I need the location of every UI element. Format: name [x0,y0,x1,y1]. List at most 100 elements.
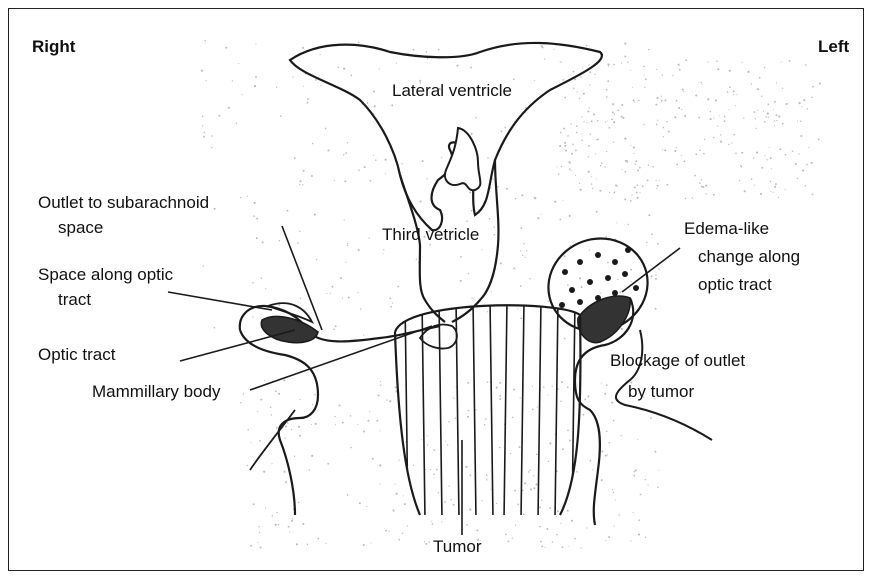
stipple-dot [589,84,590,85]
stipple-dot [754,111,756,113]
label-edema-line2: change along [698,246,800,268]
stipple-dot [262,241,264,243]
stipple-dot [425,543,427,545]
stipple-dot [596,178,597,179]
stipple-dot [770,191,771,192]
stipple-dot [507,540,509,542]
stipple-dot [467,416,469,418]
stipple-dot [741,62,742,63]
stipple-dot [548,394,549,395]
stipple-dot [657,243,659,245]
stipple-dot [564,145,566,147]
stipple-dot [692,197,693,198]
stipple-dot [563,200,564,201]
stipple-dot [717,68,719,70]
stipple-dot [532,386,533,387]
stipple-dot [757,88,759,90]
stipple-dot [638,533,640,535]
stipple-dot [523,513,525,515]
stipple-dot [637,185,639,187]
stipple-dot [343,68,345,70]
stipple-dot [753,157,754,158]
stipple-dot [727,91,729,93]
stipple-dot [392,303,393,304]
stipple-dot [505,127,507,129]
stipple-dot [333,329,335,331]
stipple-dot [534,80,535,81]
stipple-dot [614,192,616,194]
stipple-dot [211,135,212,136]
stipple-dot [512,538,513,539]
stipple-dot [537,217,539,219]
stipple-dot [583,121,584,122]
stipple-dot [613,121,615,123]
label-blockage-line2: by tumor [628,381,694,403]
stipple-dot [482,500,483,501]
stipple-dot [466,221,468,223]
stipple-dot [600,165,602,167]
stipple-dot [589,250,590,251]
stipple-dot [302,47,304,49]
stipple-dot [343,220,344,221]
stipple-dot [316,259,317,260]
stipple-dot [695,94,697,96]
stipple-dot [271,463,272,464]
stipple-dot [250,545,252,547]
stipple-dot [486,474,488,476]
stipple-dot [275,390,277,392]
stipple-dot [751,178,753,180]
stipple-dot [699,150,701,152]
stipple-dot [767,112,769,114]
stipple-dot [373,106,375,108]
stipple-dot [581,286,583,288]
stipple-dot [659,470,660,471]
stipple-dot [655,104,657,106]
stipple-dot [389,531,390,532]
stipple-dot [487,157,489,159]
stipple-dot [630,200,632,202]
stipple-dot [812,86,814,88]
stipple-dot [576,471,578,473]
stipple-dot [650,417,652,419]
stipple-dot [633,512,634,513]
stipple-dot [597,120,599,122]
stipple-dot [225,47,227,49]
stipple-dot [654,451,656,453]
stipple-dot [630,145,631,146]
stipple-dot [584,399,586,401]
stipple-dot [311,175,313,177]
stipple-dot [549,442,551,444]
stipple-dot [470,67,472,69]
stipple-dot [358,249,360,251]
stipple-dot [278,393,280,395]
stipple-dot [557,510,559,512]
stipple-dot [735,153,737,155]
stipple-dot [487,381,489,383]
stipple-dot [564,338,566,340]
stipple-dot [263,471,265,473]
stipple-dot [476,529,478,531]
stipple-dot [756,128,757,129]
stipple-dot [611,402,613,404]
stipple-dot [579,183,580,184]
stipple-dot [271,414,273,416]
stipple-dot [537,406,538,407]
stipple-dot [583,414,585,416]
stipple-dot [367,102,369,104]
stipple-dot [297,242,299,244]
stipple-dot [549,507,551,509]
stipple-dot [588,156,589,157]
stipple-dot [579,277,581,279]
stipple-dot [705,184,707,186]
stipple-dot [676,100,678,102]
stipple-dot [676,164,678,166]
stipple-dot [403,495,404,496]
stipple-dot [413,49,415,51]
stipple-dot [590,460,591,461]
stipple-dot [802,106,803,107]
stipple-dot [605,455,607,457]
stipple-dot [568,161,570,163]
stipple-dot [587,395,589,397]
stipple-dot [695,153,697,155]
stipple-dot [375,159,377,161]
